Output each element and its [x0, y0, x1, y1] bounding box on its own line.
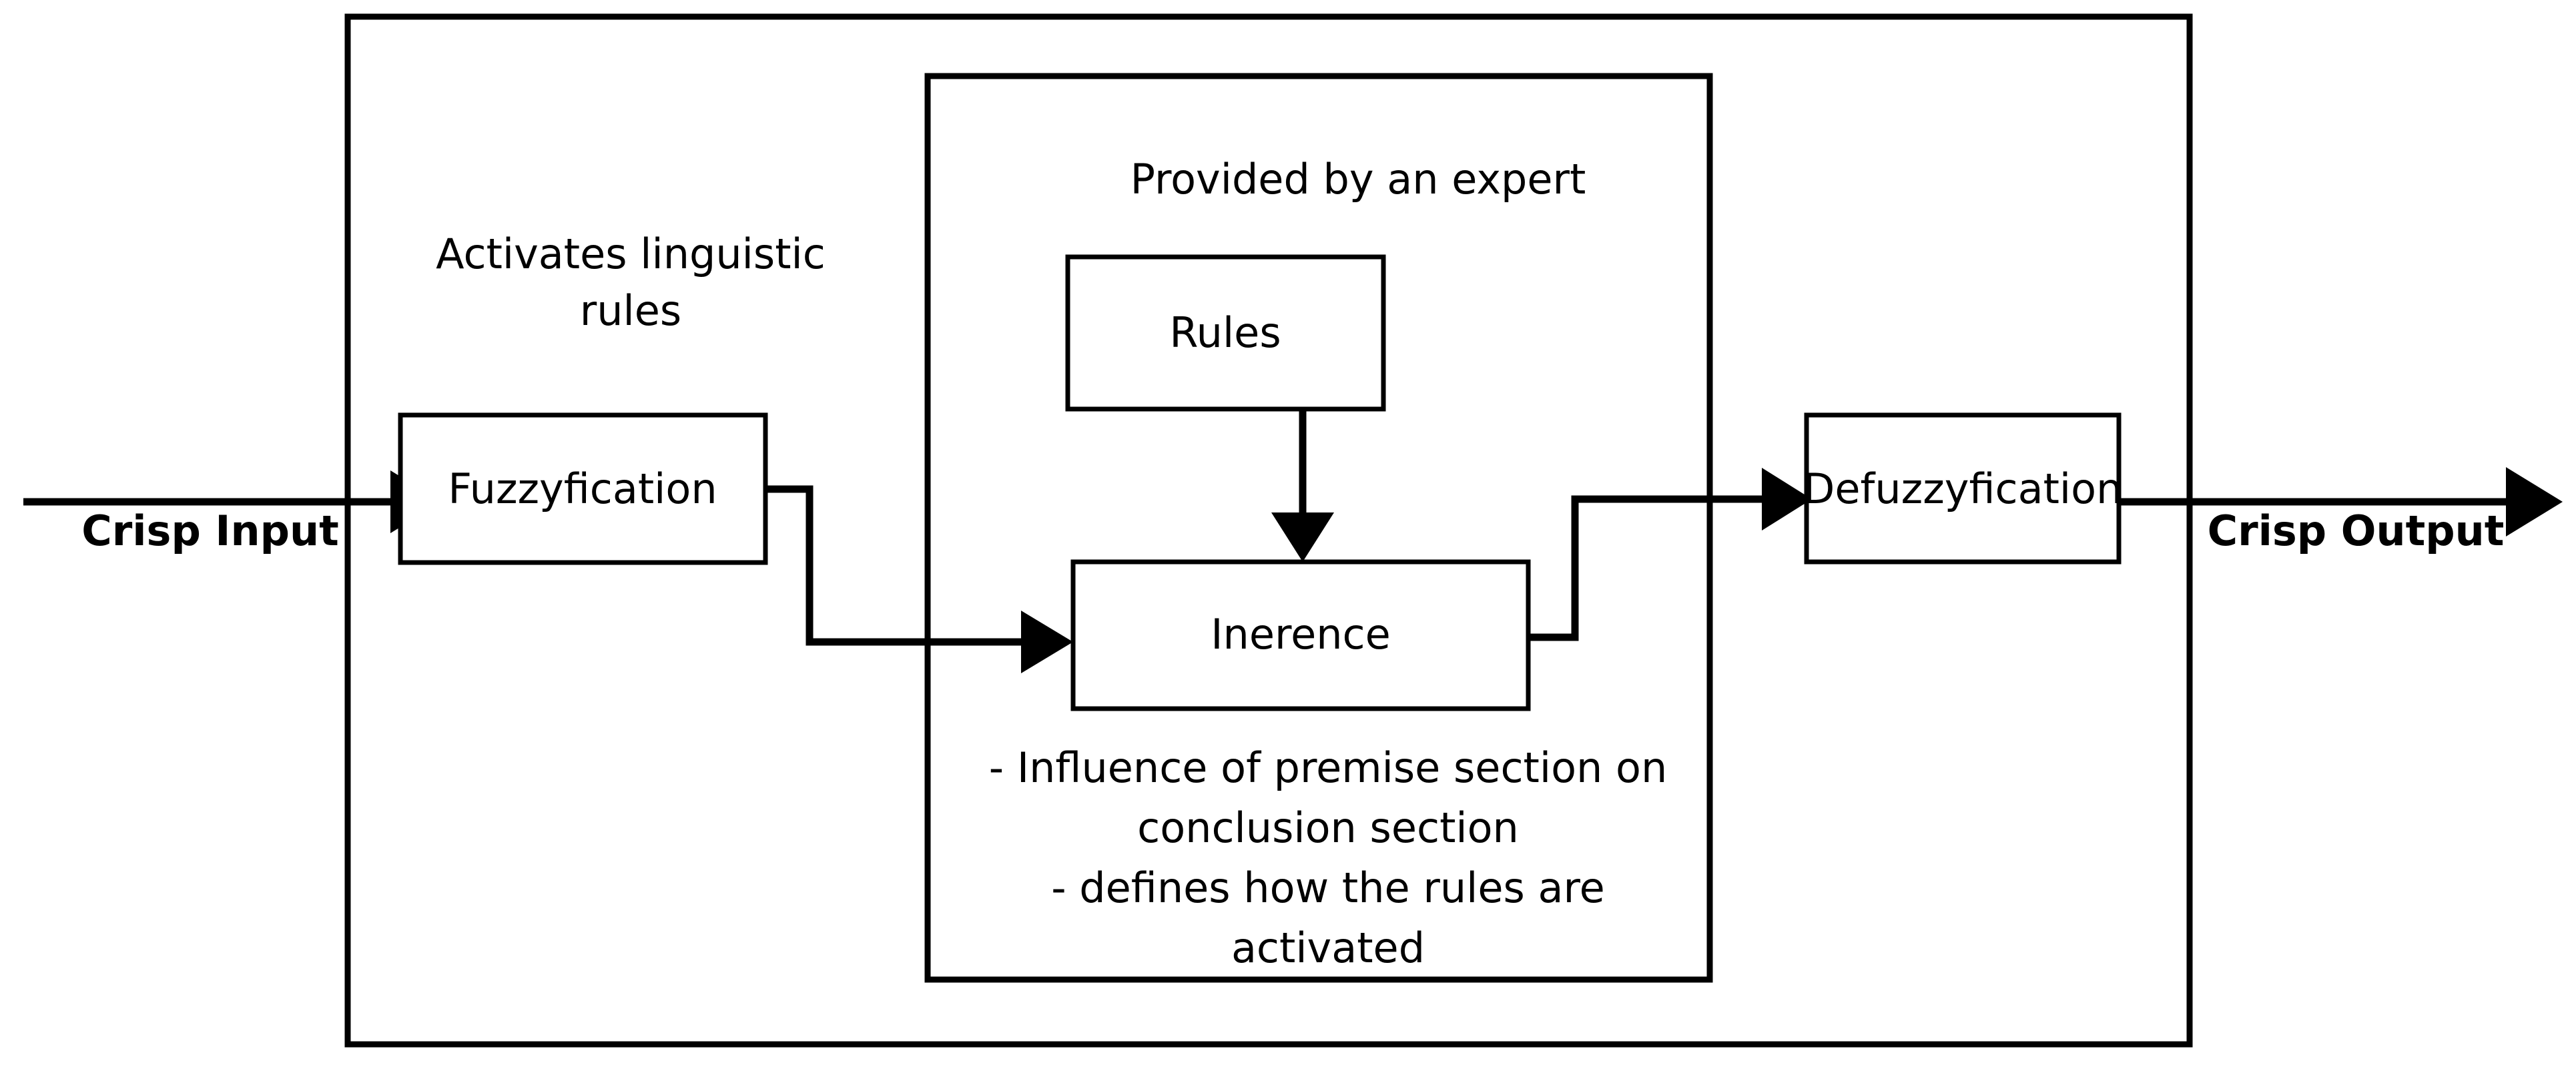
inference-note-line3: - defines how the rules are — [1051, 863, 1605, 912]
rules-to-inference-arrowhead-icon — [1271, 512, 1334, 562]
crisp-input-label: Crisp Input — [81, 506, 339, 555]
fuzzyfication-label: Fuzzyfication — [448, 464, 717, 513]
inference-note-line1: - Influence of premise section on — [989, 743, 1668, 792]
defuzzyfication-box[interactable] — [1804, 412, 2122, 565]
inference-box[interactable] — [1070, 559, 1531, 711]
fuzzyfication-to-inference-connector — [765, 485, 1021, 646]
activates-rules-annotation-line1: Activates linguistic — [436, 230, 826, 278]
expert-knowledge-container — [924, 73, 1713, 983]
crisp-output-arrowhead-icon — [2506, 467, 2563, 537]
fuzzyfication-box[interactable] — [398, 412, 768, 565]
defuzzyfication-input-arrowhead-icon — [1762, 468, 1812, 530]
inference-label: Inerence — [1211, 610, 1391, 659]
provided-by-expert-annotation: Provided by an expert — [1131, 155, 1586, 204]
outer-system-container — [344, 13, 2193, 1048]
crisp-output-label: Crisp Output — [2208, 506, 2505, 555]
inference-to-defuzzyfication-connector — [1528, 495, 1762, 641]
inference-note-line4: activated — [1231, 924, 1425, 972]
activates-rules-annotation-line2: rules — [580, 286, 681, 335]
rules-box[interactable] — [1065, 254, 1386, 412]
rules-label: Rules — [1169, 308, 1281, 357]
defuzzyfication-label: Defuzzyfication — [1803, 464, 2123, 513]
inference-input-arrowhead-icon — [1021, 611, 1073, 673]
inference-note-line2: conclusion section — [1137, 803, 1519, 852]
